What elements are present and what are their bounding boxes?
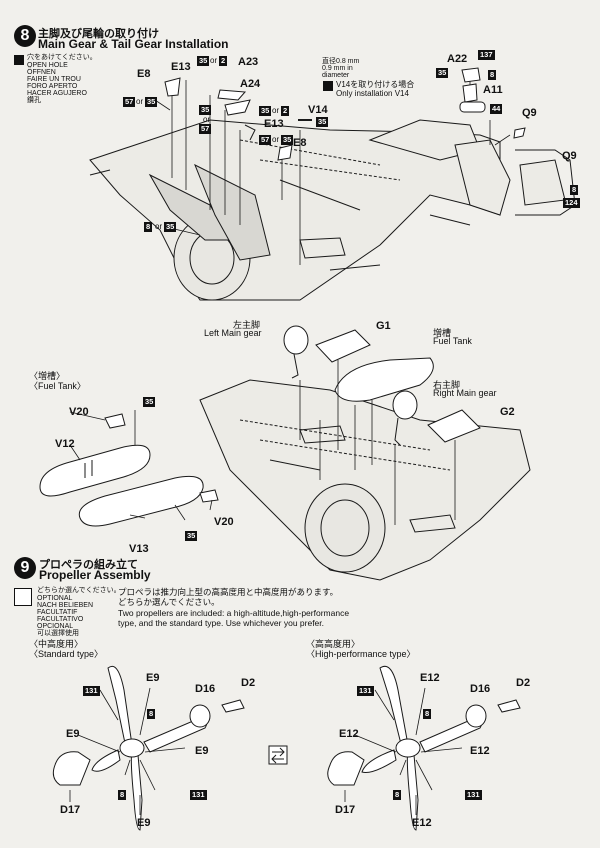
drill-hole-icon xyxy=(323,81,333,91)
color-callout: 131 xyxy=(190,790,207,800)
part-d17-hp: D17 xyxy=(335,804,356,816)
part-e13: E13 xyxy=(171,61,191,73)
high-performance-propeller-drawing xyxy=(327,665,521,831)
color-callout: 8 xyxy=(488,70,497,80)
aircraft-top-view xyxy=(89,119,511,301)
color-callout: 8 xyxy=(147,709,156,719)
step-9-title-jp: プロペラの組み立て xyxy=(39,559,138,571)
color-callout: 35 xyxy=(316,117,329,127)
part-d17: D17 xyxy=(60,804,81,816)
part-g1: G1 xyxy=(376,320,391,332)
fuel-tank-en: Fuel Tank xyxy=(433,336,472,346)
v14-note-jp: V14を取り付ける場合 xyxy=(336,80,415,89)
standard-propeller-drawing xyxy=(52,665,245,831)
color-callout: 124 xyxy=(563,198,580,208)
part-d16: D16 xyxy=(195,683,216,695)
part-g2: G2 xyxy=(500,406,515,418)
color-callout: 2 xyxy=(281,106,290,116)
left-main-gear-jp: 左主脚 xyxy=(233,320,261,330)
part-v20: V20 xyxy=(69,406,89,418)
color-callout: 8 xyxy=(423,709,432,719)
fuel-tank-jp: 増槽 xyxy=(433,328,452,338)
part-a22: A22 xyxy=(447,53,468,65)
color-callout: 35 xyxy=(185,531,198,541)
part-e12-d: E12 xyxy=(412,817,432,829)
right-main-gear-jp: 右主脚 xyxy=(433,380,461,390)
part-d2-hp: D2 xyxy=(516,677,531,689)
part-e12-c: E12 xyxy=(470,745,490,757)
color-callout: 35 xyxy=(164,222,177,232)
part-d2: D2 xyxy=(241,677,256,689)
color-callout: 131 xyxy=(83,686,100,696)
high-performance-type-en: 〈High-performance type〉 xyxy=(306,649,416,659)
step-8-title-en: Main Gear & Tail Gear Installation xyxy=(38,37,229,51)
optional-icon xyxy=(14,588,32,606)
part-e9-c: E9 xyxy=(195,745,209,757)
standard-type-en: 〈Standard type〉 xyxy=(29,649,104,659)
color-callout: 8 xyxy=(118,790,127,800)
high-performance-type-jp: 〈高高度用〉 xyxy=(306,639,361,649)
color-callout: 35 xyxy=(281,135,294,145)
part-e12-b: E12 xyxy=(339,728,359,740)
color-callout: 57 xyxy=(123,97,136,107)
inset-title-jp: 〈増槽〉 xyxy=(29,371,66,381)
color-callout: 35 xyxy=(259,106,272,116)
color-callout: 8 xyxy=(144,222,153,232)
part-q9: Q9 xyxy=(522,107,537,119)
color-callout: 8 xyxy=(570,185,579,195)
color-callout: 8 xyxy=(393,790,402,800)
step-8-number: 8 xyxy=(14,25,36,47)
color-callout: 57 xyxy=(199,124,212,134)
inset-title-en: 〈Fuel Tank〉 xyxy=(29,381,86,391)
right-main-gear-en: Right Main gear xyxy=(433,388,497,398)
v14-note-en: Only installation V14 xyxy=(336,89,409,98)
part-q9-b: Q9 xyxy=(562,150,577,162)
left-main-gear-en: Left Main gear xyxy=(204,328,262,338)
color-callout: 137 xyxy=(478,50,495,60)
part-e12: E12 xyxy=(420,672,440,684)
color-callout: 35 xyxy=(197,56,210,66)
part-v12: V12 xyxy=(55,438,75,450)
color-callout: 35 xyxy=(199,105,212,115)
drill-hole-icon xyxy=(14,55,24,65)
part-e13-b: E13 xyxy=(264,118,284,130)
part-a11: A11 xyxy=(483,84,503,96)
color-callout: 44 xyxy=(490,104,503,114)
part-v14: V14 xyxy=(308,104,328,116)
color-callout: 35 xyxy=(143,397,156,407)
part-e9-b: E9 xyxy=(66,728,80,740)
color-callout: 57 xyxy=(259,135,272,145)
step-9-title-en: Propeller Assembly xyxy=(39,568,151,582)
color-callout: 35 xyxy=(436,68,449,78)
part-e9: E9 xyxy=(146,672,160,684)
part-e9-d: E9 xyxy=(137,817,151,829)
part-v13: V13 xyxy=(129,543,149,555)
aircraft-lower-view xyxy=(199,379,531,581)
color-callout: 131 xyxy=(465,790,482,800)
part-e8: E8 xyxy=(137,68,151,80)
color-callout: 35 xyxy=(145,97,158,107)
part-a24: A24 xyxy=(240,78,261,90)
part-a23: A23 xyxy=(238,56,259,68)
color-callout: 131 xyxy=(357,686,374,696)
part-e8-b: E8 xyxy=(293,137,307,149)
part-d16-hp: D16 xyxy=(470,683,491,695)
step-9-number: 9 xyxy=(14,557,36,579)
step-8-title-jp: 主脚及び尾輪の取り付け xyxy=(38,28,159,40)
part-v20-b: V20 xyxy=(214,516,234,528)
color-callout: 2 xyxy=(219,56,228,66)
standard-type-jp: 〈中高度用〉 xyxy=(29,639,84,649)
